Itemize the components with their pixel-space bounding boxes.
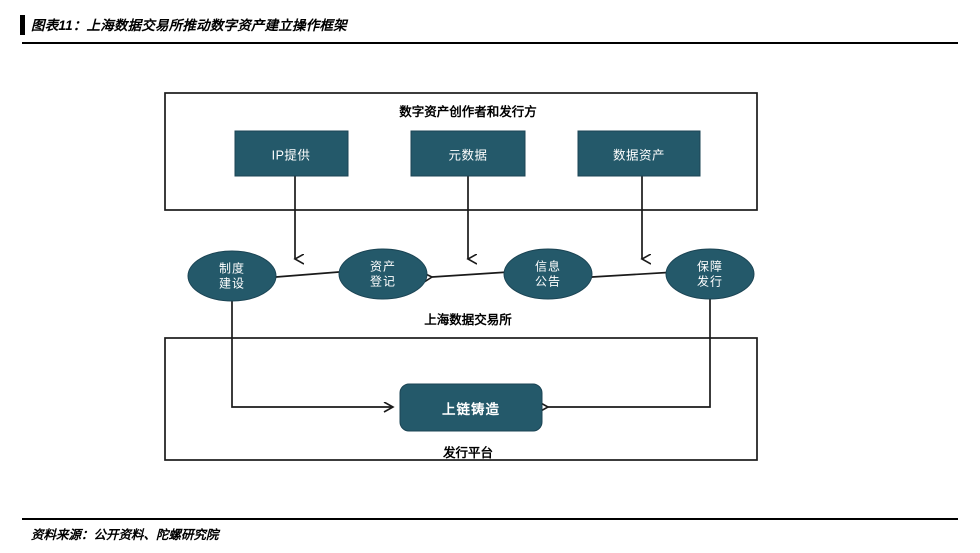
source-note: 资料来源：公开资料、陀螺研究院 <box>31 528 219 542</box>
node-ip[interactable] <box>234 130 349 177</box>
node-label-system-line2: 建设 <box>218 276 246 290</box>
node-label-notice: 信息 公告 <box>535 259 561 288</box>
node-label-registry-line1: 资产 <box>369 259 397 274</box>
node-label-issuance-line2: 发行 <box>696 274 724 288</box>
node-label-mint: 上链铸造 <box>442 402 500 417</box>
node-meta[interactable] <box>410 130 526 177</box>
node-mint[interactable] <box>399 383 543 432</box>
node-label-notice-line2: 公告 <box>534 274 562 288</box>
exhibit-header: 图表11：上海数据交易所推动数字资产建立操作框架 <box>0 14 980 44</box>
footer-divider <box>22 518 958 520</box>
node-label-system: 制度 建设 <box>219 261 245 290</box>
diagram-svg <box>164 92 758 461</box>
node-asset[interactable] <box>577 130 701 177</box>
node-issuance[interactable] <box>665 248 755 300</box>
header-divider <box>22 42 958 44</box>
edge-notice-to-registry <box>432 271 510 277</box>
node-label-ip: IP提供 <box>271 148 311 163</box>
header-accent-bar <box>20 15 25 35</box>
node-label-asset: 数据资产 <box>612 148 666 163</box>
node-label-system-line1: 制度 <box>218 261 246 276</box>
edge-registry-to-system <box>276 271 340 277</box>
node-label-registry-line2: 登记 <box>369 274 397 288</box>
edge-system-to-mint <box>231 292 393 407</box>
node-label-notice-line1: 信息 <box>534 259 562 274</box>
page-title: 图表11：上海数据交易所推动数字资产建立操作框架 <box>31 18 347 33</box>
node-system[interactable] <box>187 250 277 302</box>
node-label-issuance-line1: 保障 <box>696 259 724 274</box>
edge-issuance-to-notice <box>592 271 677 277</box>
node-label-issuance: 保障 发行 <box>697 259 723 288</box>
edge-issuance-to-mint <box>548 292 711 407</box>
group-label-exchange: 上海数据交易所 <box>424 313 512 327</box>
node-notice[interactable] <box>503 248 593 300</box>
group-label-creators: 数字资产创作者和发行方 <box>399 105 537 119</box>
flowchart-diagram: 数字资产创作者和发行方 IP提供 元数据 数据资产 制度 建设 资产 登记 信息… <box>0 44 980 514</box>
node-label-registry: 资产 登记 <box>370 259 396 288</box>
node-label-meta: 元数据 <box>448 148 488 163</box>
group-label-platform: 发行平台 <box>442 446 494 460</box>
node-registry[interactable] <box>338 248 428 300</box>
